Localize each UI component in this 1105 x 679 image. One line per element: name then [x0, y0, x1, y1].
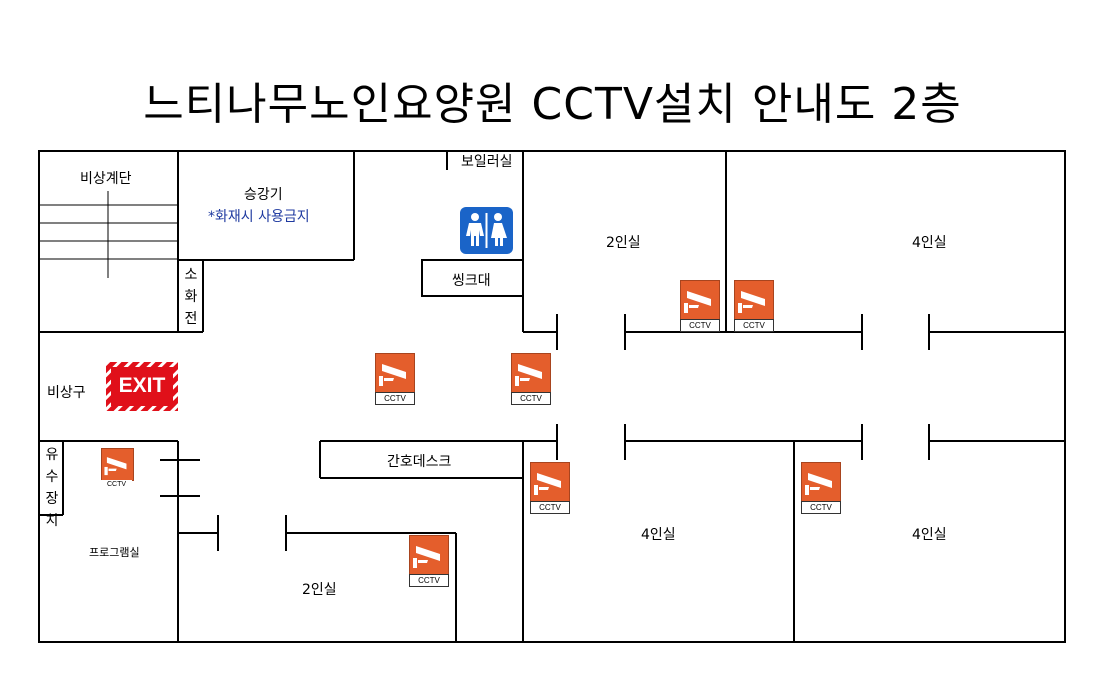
cctv-camera-icon: CCTV [801, 462, 841, 515]
nursing-room-label: 유 수 장 치 [40, 444, 64, 532]
cctv-camera-icon: CCTV [511, 353, 551, 406]
emergency-stairs-label: 비상계단 [80, 171, 132, 187]
cctv-camera-icon: CCTV [375, 353, 415, 406]
cctv-camera-icon: CCTV [734, 280, 774, 333]
room-2p-top-label: 2인실 [606, 235, 641, 251]
emergency-exit-label: 비상구 [47, 385, 86, 401]
nursing-room-char: 유 [45, 447, 59, 463]
cctv-camera-icon: CCTV [680, 280, 720, 333]
room-4p-top-label: 4인실 [912, 235, 947, 251]
cctv-label: CCTV [409, 574, 449, 587]
cctv-camera-icon: CCTV [409, 535, 449, 588]
cctv-camera-icon: CCTV [530, 462, 570, 515]
cctv-label: CCTV [511, 392, 551, 405]
nurse-desk-label: 간호데스크 [387, 454, 452, 470]
nursing-room-char: 장 [45, 491, 59, 507]
outer-wall [38, 150, 1066, 643]
program-room-label: 프로그램실 [89, 546, 140, 559]
elevator-note: *화재시 사용금지 [208, 209, 310, 225]
sink-label: 씽크대 [452, 273, 491, 289]
page-title: 느티나무노인요양원 CCTV설치 안내도 2층 [143, 79, 962, 130]
hydrant-char: 화 [184, 289, 198, 305]
room-4p-mid-label: 4인실 [641, 527, 676, 543]
cctv-label: CCTV [801, 501, 841, 514]
cctv-label: CCTV [680, 319, 720, 332]
cctv-label: CCTV [530, 501, 570, 514]
exit-sign-text: EXIT [118, 374, 166, 397]
room-2p-bottom-label: 2인실 [302, 582, 337, 598]
cctv-label: CCTV [101, 480, 132, 489]
nursing-room-char: 수 [45, 469, 59, 485]
exit-sign-icon: EXIT [106, 362, 178, 411]
cctv-camera-icon: CCTV [101, 448, 134, 492]
room-4p-right-label: 4인실 [912, 527, 947, 543]
hydrant-label: 소 화 전 [179, 264, 203, 330]
hydrant-char: 소 [184, 267, 198, 283]
elevator-label: 승강기 [244, 187, 283, 203]
boiler-room-label: 보일러실 [461, 154, 513, 170]
nursing-room-char: 치 [45, 513, 59, 529]
hydrant-char: 전 [184, 311, 198, 327]
cctv-label: CCTV [734, 319, 774, 332]
restroom-icon [460, 207, 513, 254]
cctv-label: CCTV [375, 392, 415, 405]
